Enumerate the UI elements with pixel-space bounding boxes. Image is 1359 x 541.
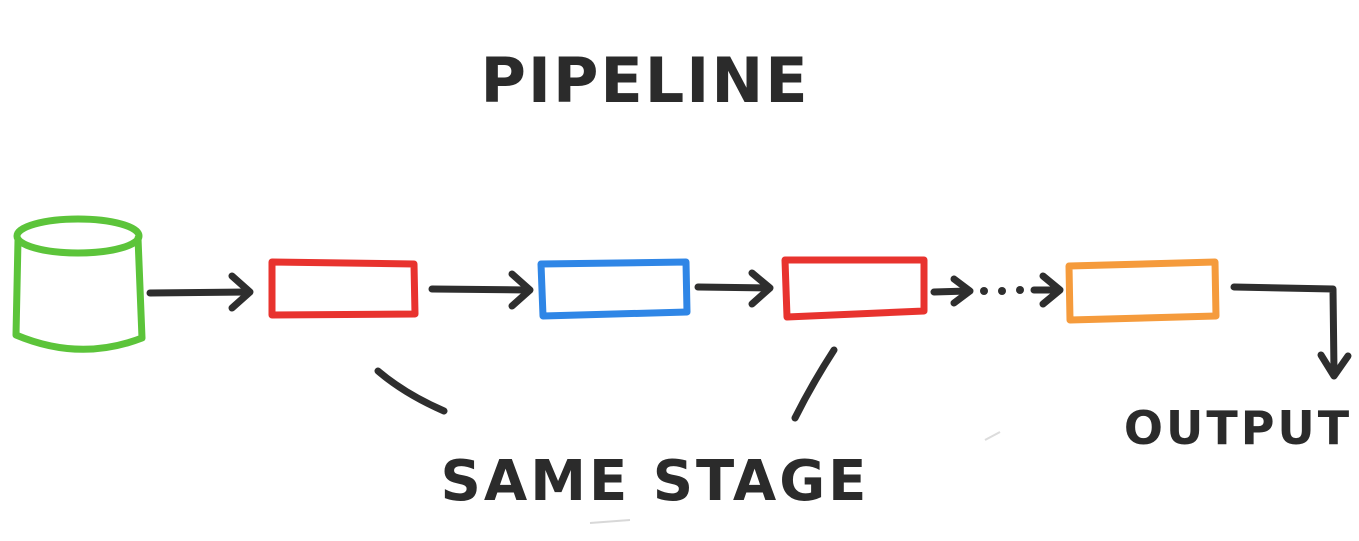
- database-icon: [12, 215, 146, 353]
- database-top: [13, 215, 143, 257]
- stage-3-box: [781, 256, 928, 321]
- stage-n-box: [1065, 258, 1220, 324]
- same-stage-label: SAME STAGE: [441, 449, 870, 514]
- arrow-source-to-stage-1: [146, 272, 254, 312]
- diagram-title: PIPELINE: [480, 44, 809, 117]
- arrow-stage-2-to-stage-3: [694, 269, 774, 308]
- smudge: [589, 519, 631, 524]
- stage-2-box: [537, 258, 691, 320]
- arrow-ellipsis-to-stage-n: [930, 272, 1064, 308]
- pointer-line-stage-1: [374, 367, 448, 415]
- ellipsis-dot: [980, 287, 988, 295]
- ellipsis-dot: [998, 287, 1006, 295]
- smudge: [984, 431, 1001, 441]
- pointer-line-stage-3: [791, 346, 838, 422]
- stage-1-box: [268, 258, 419, 319]
- arrow-to-output: [1230, 283, 1352, 380]
- arrow-stage-1-to-stage-2: [428, 270, 534, 310]
- database-body: [12, 234, 146, 353]
- output-label: OUTPUT: [1124, 401, 1352, 455]
- ellipsis-dot: [1016, 286, 1024, 294]
